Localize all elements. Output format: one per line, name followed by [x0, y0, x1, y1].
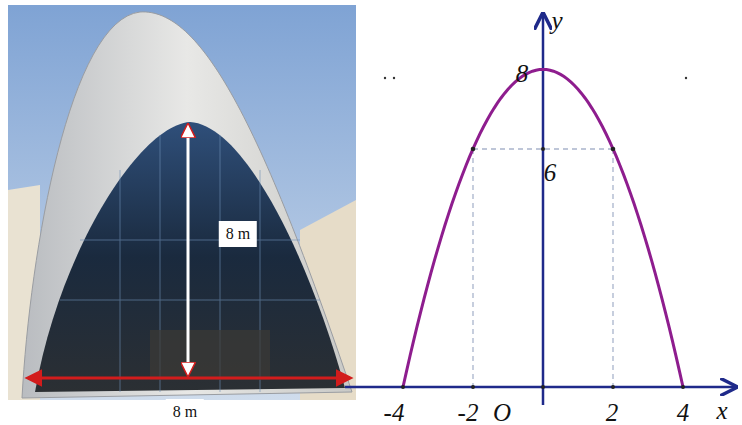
arch-shell: [22, 12, 352, 398]
tick-label: -2: [458, 400, 479, 425]
window-grid: [60, 135, 320, 392]
width-arrow: [28, 377, 350, 380]
tick-dots: [401, 147, 685, 389]
stray-dots: [384, 77, 687, 79]
dimension-label: 8 m: [166, 399, 204, 425]
origin-label: O: [493, 400, 511, 425]
axis-name: y: [551, 8, 562, 33]
axis-value: 6: [544, 160, 557, 185]
y-axis: [542, 14, 545, 405]
tick-label: 2: [606, 400, 619, 425]
x-axis: [345, 386, 736, 389]
interior: [150, 330, 270, 380]
tick-label: -4: [384, 400, 405, 425]
dimension-label: 8 m: [219, 221, 257, 247]
photo-sky: [8, 5, 356, 400]
axis-name: x: [716, 398, 727, 423]
tick-label: 4: [677, 400, 690, 425]
parabola: [403, 69, 683, 387]
height-arrow: [187, 126, 190, 374]
axis-value: 8: [516, 61, 529, 86]
glass-facade: [35, 122, 345, 392]
